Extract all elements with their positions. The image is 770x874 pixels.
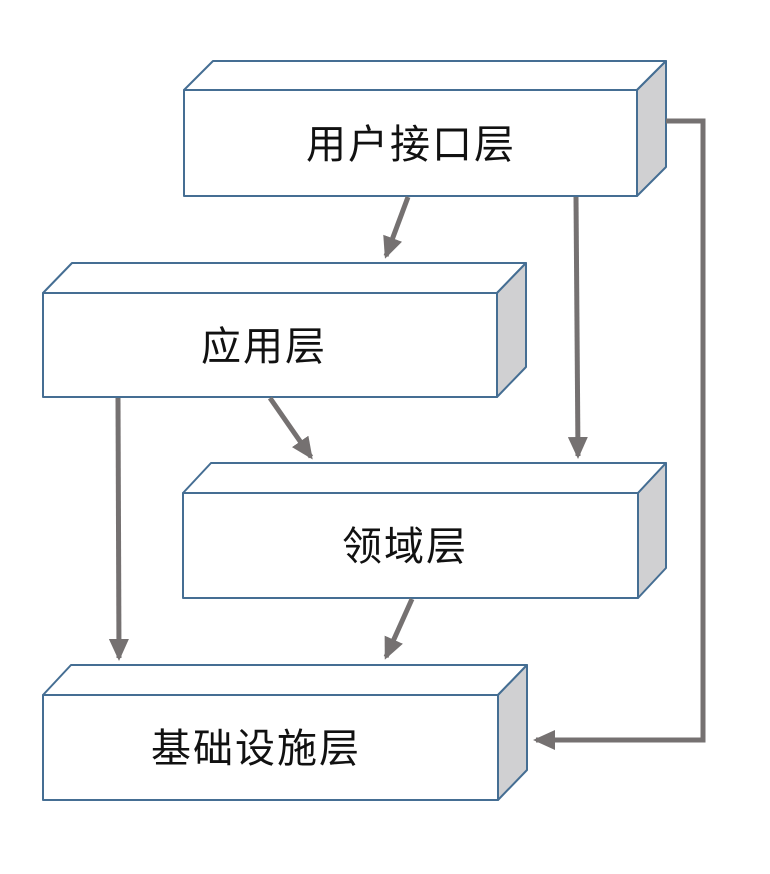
box-front-face <box>42 694 499 801</box>
box-application-layer: 应用层 <box>42 262 527 398</box>
arrow-application-to-domain <box>267 396 314 460</box>
box-domain-layer: 领域层 <box>182 462 667 599</box>
box-top-face <box>183 60 667 91</box>
user-interface-layer-label: 用户接口层 <box>306 123 516 167</box>
arrow-ui-to-domain <box>567 196 588 459</box>
box-front-face <box>182 492 639 599</box>
box-front-face <box>183 89 638 197</box>
domain-layer-label: 领域层 <box>342 525 468 569</box>
application-layer-label: 应用层 <box>201 325 327 369</box>
arrow-application-to-infrastructure <box>108 397 129 661</box>
box-front-face <box>42 292 498 398</box>
box-top-face <box>42 664 528 696</box>
arrow-ui-to-infrastructure <box>532 118 706 750</box>
infrastructure-layer-label: 基础设施层 <box>151 727 361 771</box>
box-top-face <box>182 462 667 494</box>
box-top-face <box>42 262 527 294</box>
arrow-domain-to-infrastructure <box>383 597 415 660</box>
box-user-interface-layer: 用户接口层 <box>183 60 667 197</box>
arrow-ui-to-application <box>383 196 411 259</box>
box-infrastructure-layer: 基础设施层 <box>42 664 528 801</box>
